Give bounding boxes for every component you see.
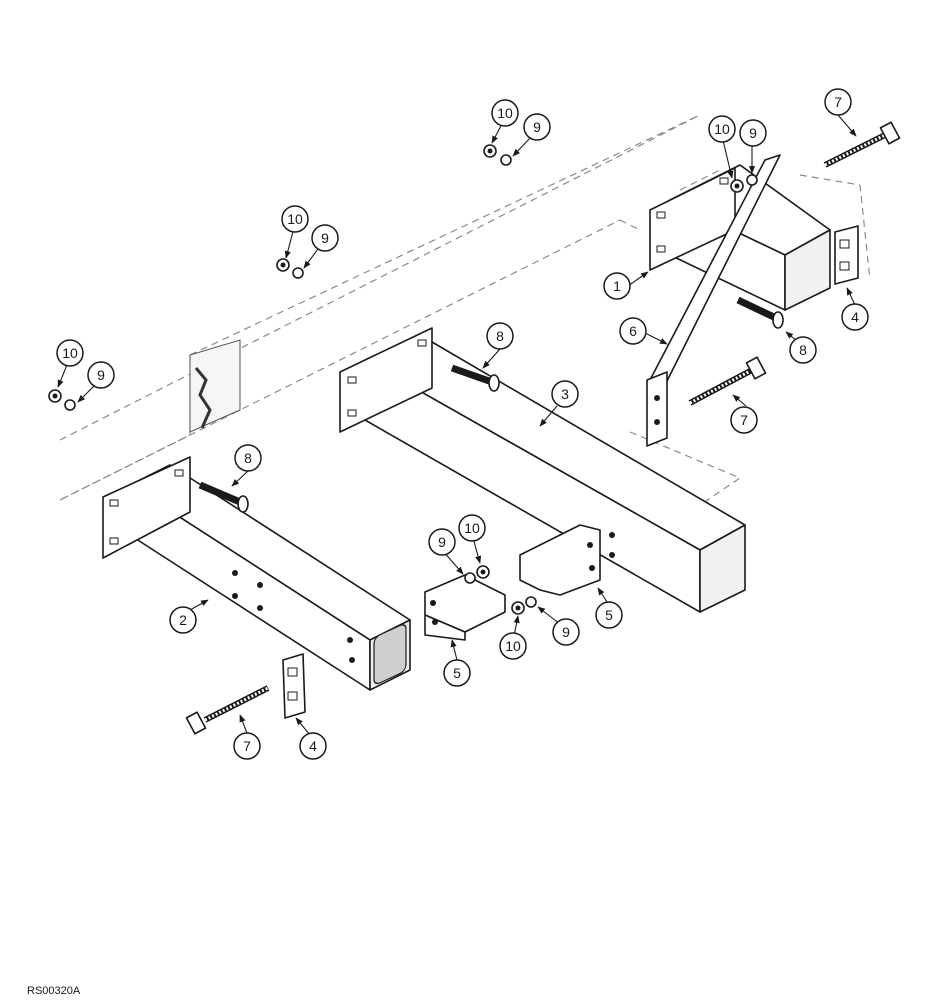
bracket-5-right [519, 524, 601, 596]
callout-1: 1 [603, 272, 631, 300]
callout-10-e: 10 [458, 514, 486, 542]
bolt-8-left [198, 481, 249, 513]
callout-6: 6 [619, 317, 647, 345]
svg-text:5: 5 [605, 607, 613, 623]
callout-8-right: 8 [789, 336, 817, 364]
svg-text:8: 8 [244, 450, 252, 466]
svg-text:2: 2 [179, 612, 187, 628]
drawing-code: RS00320A [27, 985, 81, 997]
svg-text:3: 3 [561, 386, 569, 402]
svg-text:4: 4 [309, 738, 317, 754]
bolt-8-right [736, 296, 784, 329]
callout-10-a: 10 [491, 99, 519, 127]
svg-text:9: 9 [97, 367, 105, 383]
plate-4-right [834, 225, 859, 285]
svg-text:6: 6 [629, 323, 637, 339]
callout-9-f: 9 [552, 618, 580, 646]
callout-9-d: 9 [739, 119, 767, 147]
callout-10-f: 10 [499, 632, 527, 660]
callout-9-a: 9 [523, 113, 551, 141]
phantom-frame-outline [59, 114, 871, 506]
callout-5-left: 5 [443, 659, 471, 687]
svg-text:9: 9 [321, 230, 329, 246]
svg-text:9: 9 [749, 125, 757, 141]
svg-text:4: 4 [851, 309, 859, 325]
bolt-7-mid [688, 356, 767, 406]
svg-text:5: 5 [453, 665, 461, 681]
svg-text:9: 9 [438, 534, 446, 550]
callout-10-d: 10 [708, 115, 736, 143]
svg-text:8: 8 [799, 342, 807, 358]
bolt-8-center [450, 364, 500, 392]
brace-6 [646, 154, 781, 447]
callout-8-left: 8 [234, 444, 262, 472]
svg-text:7: 7 [834, 94, 842, 110]
callout-9-c: 9 [87, 361, 115, 389]
bolt-7-top [823, 121, 901, 168]
svg-text:7: 7 [243, 738, 251, 754]
nut-washer-set [48, 144, 758, 615]
callout-3: 3 [551, 380, 579, 408]
svg-text:10: 10 [287, 211, 303, 227]
plate-4-left [282, 653, 306, 719]
tube-2 [102, 456, 411, 691]
svg-text:10: 10 [505, 638, 521, 654]
callout-5-right: 5 [595, 601, 623, 629]
svg-text:9: 9 [562, 624, 570, 640]
svg-text:7: 7 [740, 412, 748, 428]
callout-10-c: 10 [56, 339, 84, 367]
callout-9-e: 9 [428, 528, 456, 556]
callout-7-top: 7 [824, 88, 852, 116]
callout-9-b: 9 [311, 224, 339, 252]
svg-text:10: 10 [497, 105, 513, 121]
callout-10-b: 10 [281, 205, 309, 233]
callout-8-center: 8 [486, 322, 514, 350]
svg-text:10: 10 [464, 520, 480, 536]
callout-4-right: 4 [841, 303, 869, 331]
callout-4-left: 4 [299, 732, 327, 760]
callout-7-mid: 7 [730, 406, 758, 434]
svg-text:9: 9 [533, 119, 541, 135]
bracket-5-left [424, 574, 506, 641]
svg-text:8: 8 [496, 328, 504, 344]
svg-text:10: 10 [714, 121, 730, 137]
bolt-7-left [185, 685, 270, 735]
svg-text:10: 10 [62, 345, 78, 361]
tube-3 [339, 327, 746, 613]
svg-text:1: 1 [613, 278, 621, 294]
callout-2: 2 [169, 606, 197, 634]
callout-7-left: 7 [233, 732, 261, 760]
